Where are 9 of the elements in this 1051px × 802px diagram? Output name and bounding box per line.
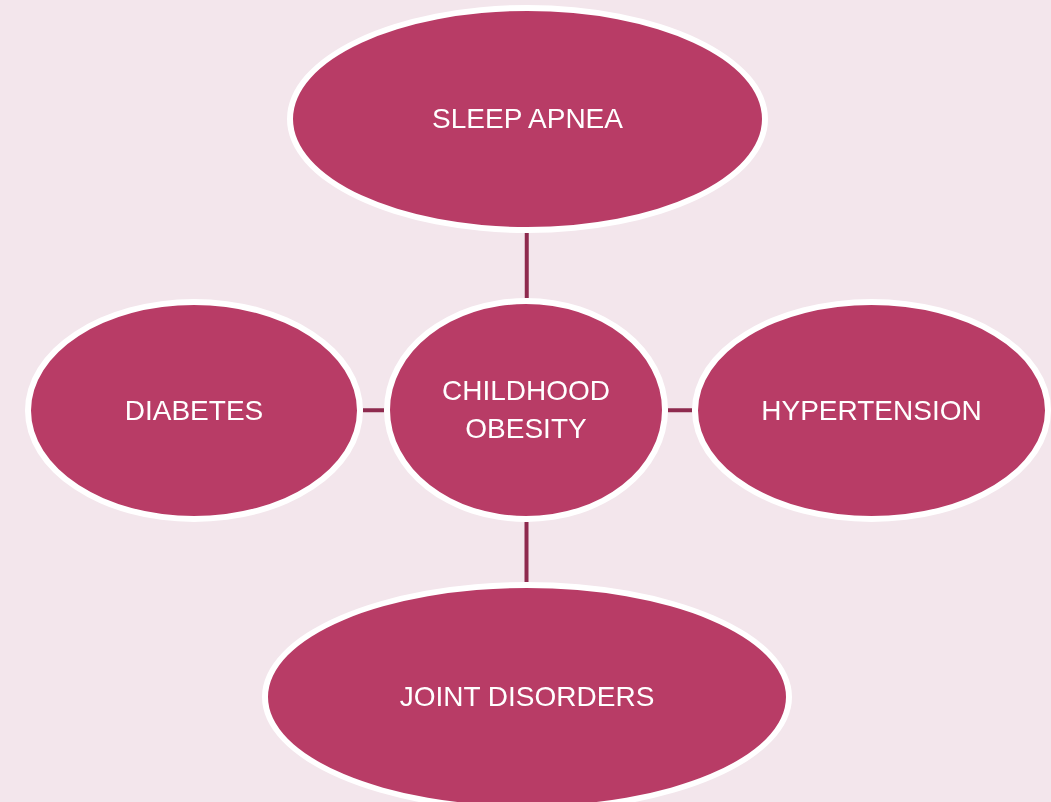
connector-line: [363, 408, 384, 413]
node-label: JOINT DISORDERS: [399, 680, 655, 715]
node-label: CHILDHOOD OBESITY: [441, 374, 611, 446]
node-label: SLEEP APNEA: [432, 102, 623, 137]
connector-line: [524, 233, 529, 298]
connector-line: [524, 522, 529, 582]
node-label: HYPERTENSION: [761, 393, 982, 428]
connector-line: [668, 408, 692, 413]
node-label: DIABETES: [124, 393, 264, 428]
